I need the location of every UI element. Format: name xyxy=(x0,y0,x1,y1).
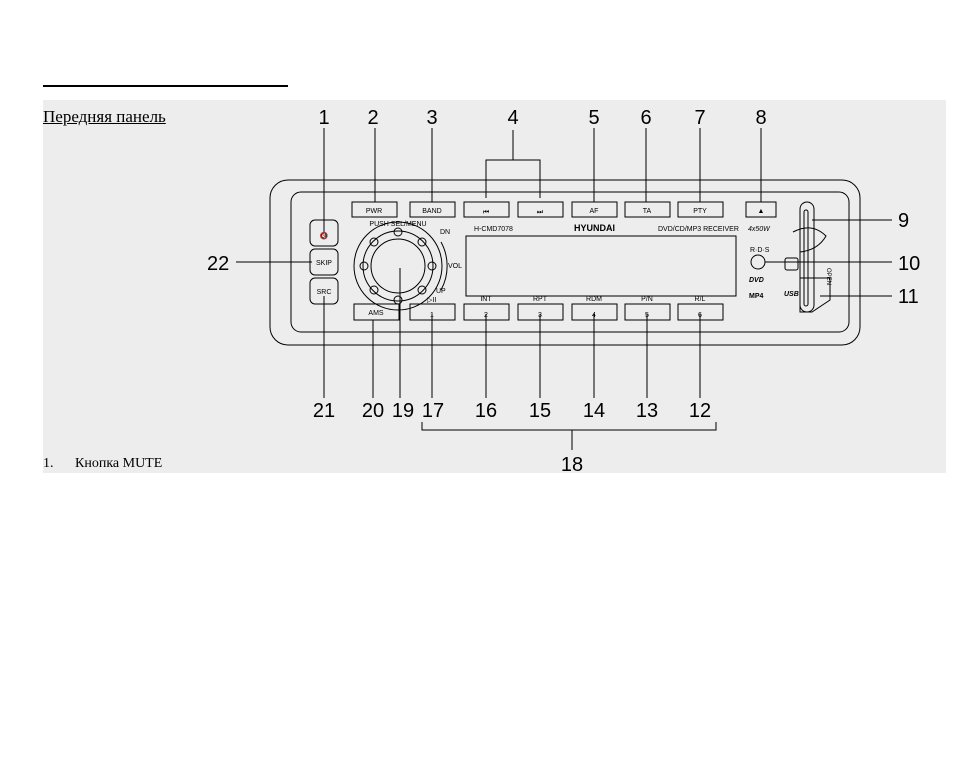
callout-22: 22 xyxy=(207,253,229,275)
callout-1: 1 xyxy=(318,107,329,129)
rpt-label: RPT xyxy=(533,296,548,303)
dvd-logo: DVD xyxy=(749,277,764,284)
preset-4-number: 4 xyxy=(592,312,596,319)
callout-21: 21 xyxy=(313,400,335,422)
callout-10: 10 xyxy=(898,253,920,275)
mp4-logo: MP4 xyxy=(749,293,764,300)
disc-eject-area xyxy=(793,228,826,252)
callout-9: 9 xyxy=(898,210,909,232)
bracket-18 xyxy=(422,422,716,430)
ams-label: AMS xyxy=(368,310,384,317)
callout-5: 5 xyxy=(588,107,599,129)
receiver-type-label: DVD/CD/MP3 RECEIVER xyxy=(658,226,739,233)
knob-up-label: UP xyxy=(436,288,446,295)
callout-15: 15 xyxy=(529,400,551,422)
callout-12: 12 xyxy=(689,400,711,422)
knob-ring xyxy=(363,231,433,301)
next-track-icon: ⏭ xyxy=(537,209,544,216)
ir-sensor xyxy=(751,255,765,269)
callout-7: 7 xyxy=(694,107,705,129)
callout-6: 6 xyxy=(640,107,651,129)
callout-14: 14 xyxy=(583,400,605,422)
callout-4: 4 xyxy=(507,107,518,129)
band-label: BAND xyxy=(422,208,441,215)
mute-icon: 🔇 xyxy=(320,231,329,240)
callout-20: 20 xyxy=(362,400,384,422)
preset-5-number: 5 xyxy=(645,312,649,319)
knob-dn-label: DN xyxy=(440,229,450,236)
brand-logo: HYUNDAI xyxy=(574,223,615,233)
callout-11: 11 xyxy=(898,286,919,308)
pty-label: PTY xyxy=(693,208,707,215)
callout-2: 2 xyxy=(367,107,378,129)
callout-8: 8 xyxy=(755,107,766,129)
disc-slot xyxy=(800,202,814,312)
preset-6-number: 6 xyxy=(698,312,702,319)
src-label: SRC xyxy=(317,289,332,296)
af-label: AF xyxy=(590,208,599,215)
pwr-label: PWR xyxy=(366,208,382,215)
usb-label: USB xyxy=(784,291,799,298)
preset-2-number: 2 xyxy=(484,312,488,319)
volume-knob xyxy=(371,239,425,293)
preset-1-number: 1 xyxy=(430,312,434,319)
callout-3: 3 xyxy=(426,107,437,129)
callout-19: 19 xyxy=(392,400,414,422)
play-pause-icon: ▷II xyxy=(427,297,436,304)
callout-13: 13 xyxy=(636,400,658,422)
display-window xyxy=(466,236,736,296)
preset-3-number: 3 xyxy=(538,312,542,319)
sd-slot xyxy=(785,258,798,270)
callout-16: 16 xyxy=(475,400,497,422)
open-label: OPEN xyxy=(825,268,831,285)
eject-icon: ▲ xyxy=(758,208,765,215)
knob-vol-label: VOL xyxy=(448,263,462,270)
prev-track-icon: ⏮ xyxy=(483,209,489,216)
knob-ring-label: PUSH SEL/MENU xyxy=(369,221,426,228)
rl-label: R/L xyxy=(695,296,706,303)
pn-label: P/N xyxy=(641,296,653,303)
model-label: H-CMD7078 xyxy=(474,226,513,233)
rdm-label: RDM xyxy=(586,296,602,303)
ta-label: TA xyxy=(643,208,652,215)
power-label: 4x50W xyxy=(748,226,771,233)
callout-17: 17 xyxy=(422,400,444,422)
rds-logo: R·D·S xyxy=(750,247,770,254)
int-label: INT xyxy=(480,296,492,303)
skip-label: SKIP xyxy=(316,260,332,267)
callout-18: 18 xyxy=(561,454,583,476)
